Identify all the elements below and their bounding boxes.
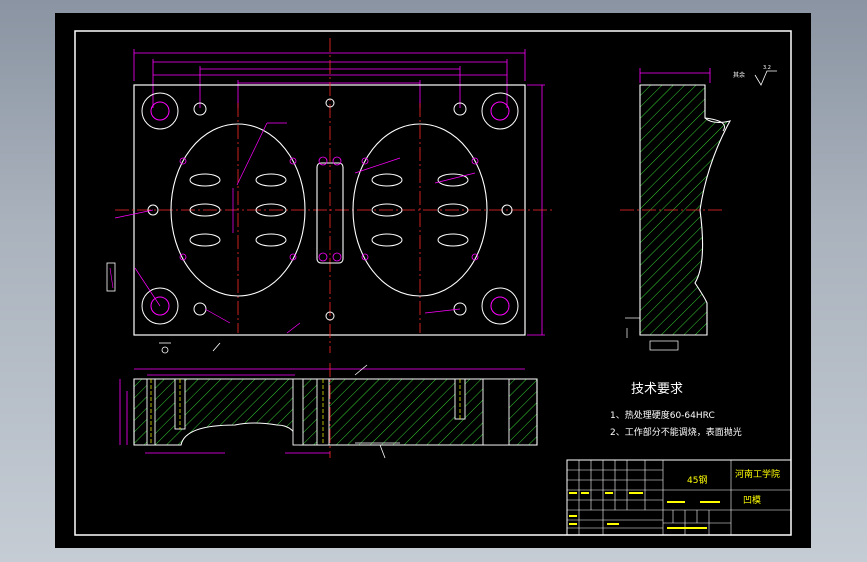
datum-a [106, 262, 221, 354]
tech-title: 技术要求 [631, 382, 683, 397]
part-name: 凹模 [743, 495, 761, 506]
inner-border [74, 30, 792, 536]
cavities [170, 123, 488, 297]
side-section-view: 其余 3.2 [620, 65, 777, 351]
material-label: 45钢 [687, 474, 707, 486]
cavity-slots [189, 173, 469, 247]
center-lines [115, 38, 555, 353]
drawing-sheet: 其余 3.2 技术要求 1、热处理硬 [55, 13, 811, 548]
pilot-holes [179, 156, 479, 262]
corner-holes [141, 92, 519, 325]
roughness-label: 其余 [733, 71, 745, 79]
plan-view [106, 38, 555, 354]
school-name: 河南工学院 [735, 468, 780, 480]
drawing-canvas: 其余 3.2 技术要求 1、热处理硬 [74, 30, 792, 536]
technical-requirements: 技术要求 1、热处理硬度60-64HRC 2、工作部分不能调烧，表面抛光 [610, 382, 742, 438]
hidden-lines [150, 379, 461, 445]
title-block: 45钢 河南工学院 凹模 [566, 459, 792, 536]
roughness-value: 3.2 [763, 65, 771, 71]
front-section-view [119, 363, 538, 459]
tech-note-1: 1、热处理硬度60-64HRC [610, 409, 715, 421]
top-dimension-lines [133, 49, 545, 336]
leader-lines [114, 122, 476, 334]
tech-note-2: 2、工作部分不能调烧，表面抛光 [610, 426, 742, 438]
front-section-hatch [133, 378, 538, 446]
